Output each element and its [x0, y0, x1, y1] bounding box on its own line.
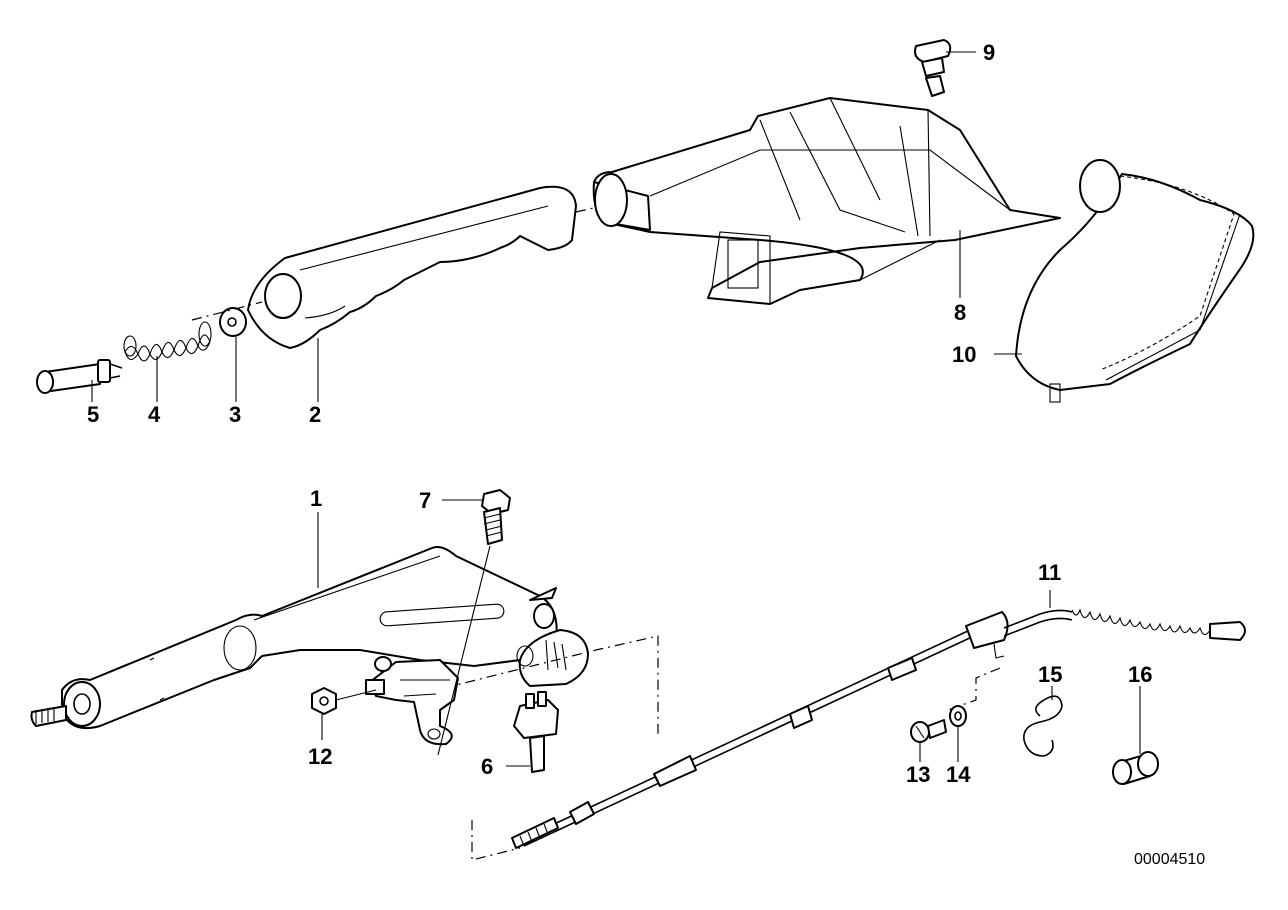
callout-10: 10	[952, 342, 976, 367]
part-bracket	[365, 656, 459, 746]
callout-5: 5	[87, 402, 99, 427]
callout-11: 11	[1038, 560, 1061, 585]
part-clip	[914, 39, 952, 97]
callout-13: 13	[906, 762, 930, 787]
callout-9: 9	[983, 40, 995, 65]
part-nut	[311, 687, 377, 715]
callout-15: 15	[1038, 662, 1062, 687]
leader-lines	[91, 51, 1141, 767]
callout-8: 8	[954, 300, 966, 325]
part-washer	[219, 307, 247, 337]
callout-14: 14	[946, 762, 971, 787]
part-console-cover	[592, 97, 1061, 305]
part-handbrake-lever	[30, 546, 659, 738]
callout-16: 16	[1128, 662, 1152, 687]
part-plug	[1112, 751, 1159, 785]
part-brake-cable	[471, 608, 1246, 861]
part-spring-clip	[1023, 695, 1063, 757]
callout-2: 2	[309, 402, 321, 427]
part-switch	[513, 691, 559, 773]
callout-12: 12	[308, 744, 332, 769]
callout-labels: 1 2 3 4 5 6 7 8 9 10 11 12 13 14 15 16	[87, 40, 1152, 787]
callout-1: 1	[310, 486, 322, 511]
callout-4: 4	[148, 402, 161, 427]
part-screw	[910, 719, 947, 743]
part-spring	[123, 321, 212, 362]
reference-number: 00004510	[1134, 851, 1205, 868]
callout-3: 3	[229, 402, 241, 427]
callout-7: 7	[419, 488, 431, 513]
part-hand-grip	[191, 185, 603, 349]
callout-6: 6	[481, 754, 493, 779]
part-boot	[1015, 159, 1255, 403]
part-bolt	[437, 489, 511, 756]
part-push-button	[36, 359, 123, 394]
part-small-washer	[949, 705, 967, 727]
